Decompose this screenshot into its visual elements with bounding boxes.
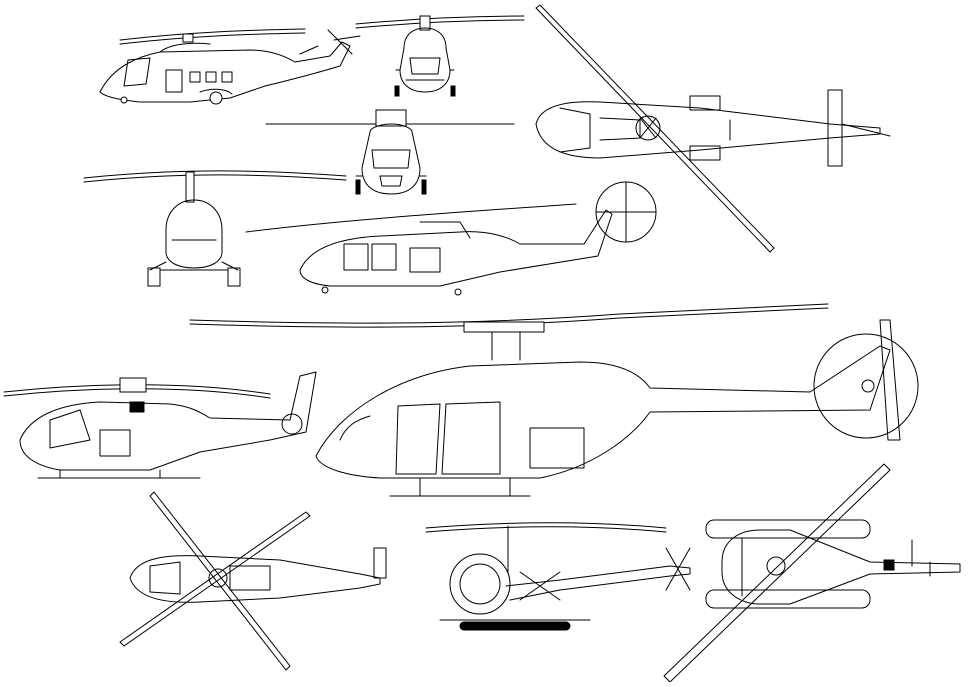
utility-helicopter-side: [3, 371, 317, 479]
heavy-helicopter-top: [535, 4, 891, 253]
twin-helicopter-top: [119, 491, 387, 671]
medium-helicopter-side: [245, 181, 657, 296]
heavy-helicopter-front: [355, 15, 525, 97]
jetranger-side: [189, 303, 919, 497]
twin-helicopter-front: [265, 109, 515, 195]
trainer-helicopter-side: [425, 522, 691, 631]
skid-helicopter-top: [663, 463, 961, 683]
heavy-helicopter-side: [99, 28, 361, 105]
light-helicopter-front: [83, 170, 347, 287]
